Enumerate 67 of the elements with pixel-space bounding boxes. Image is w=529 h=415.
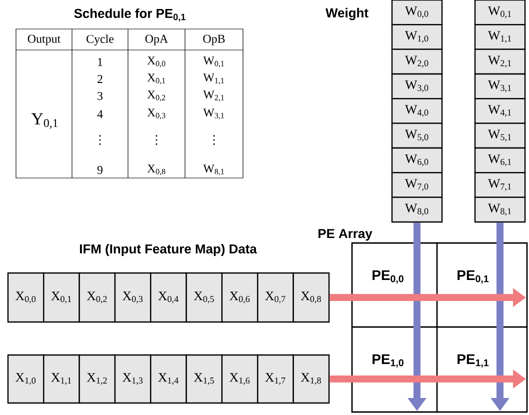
table-value: 1 xyxy=(98,58,102,66)
data-cell: W$_{1,1}$ xyxy=(474,24,526,50)
table-value: W$_{0,1}$ xyxy=(203,56,224,68)
data-cell: X$_{1,2}$ xyxy=(78,354,116,404)
data-cell: W$_{1,0}$ xyxy=(391,24,443,50)
table-value: ⋮ xyxy=(156,135,158,145)
table-value: W$_{1,1}$ xyxy=(203,74,224,84)
output-value: Y$_{0,1}$ xyxy=(31,113,58,129)
data-cell: W$_{7,1}$ xyxy=(474,172,526,198)
pe-cell: PE$_{1,0}$ xyxy=(351,326,438,413)
pe-cell: PE$_{0,0}$ xyxy=(351,242,438,328)
data-cell: X$_{1,3}$ xyxy=(114,354,152,404)
data-cell: W$_{3,1}$ xyxy=(474,73,526,100)
data-cell: W$_{2,1}$ xyxy=(474,48,526,75)
table-value: ⋮ xyxy=(99,135,101,145)
column-header: Cycle xyxy=(86,34,114,46)
data-cell: X$_{0,3}$ xyxy=(114,272,152,323)
pe-cell: PE$_{0,1}$ xyxy=(436,242,528,328)
table-value: 4 xyxy=(97,110,103,118)
weight-heading: Weight xyxy=(326,8,368,20)
pe-cell: PE$_{1,1}$ xyxy=(436,326,528,413)
table-value: W$_{3,1}$ xyxy=(203,108,224,120)
data-cell: W$_{6,1}$ xyxy=(474,147,526,174)
data-cell: X$_{0,6}$ xyxy=(221,272,258,323)
column-header: OpB xyxy=(203,34,225,46)
table-value: W$_{8,1}$ xyxy=(203,164,224,176)
ifm-heading: IFM (Input Feature Map) Data xyxy=(80,244,257,256)
table-value: X$_{0,8}$ xyxy=(147,164,166,176)
table-value: W$_{2,1}$ xyxy=(203,90,224,102)
table-value: X$_{0,3}$ xyxy=(147,108,166,120)
data-cell: W$_{7,0}$ xyxy=(391,172,443,198)
table-value: 3 xyxy=(98,92,103,100)
table-value: X$_{0,1}$ xyxy=(147,74,166,84)
data-cell: W$_{5,0}$ xyxy=(391,122,443,149)
data-cell: X$_{1,4}$ xyxy=(150,354,187,404)
data-cell: W$_{8,0}$ xyxy=(391,196,443,223)
node-label: PE Array xyxy=(318,229,372,241)
data-cell: X$_{0,8}$ xyxy=(292,272,330,323)
data-cell: X$_{0,2}$ xyxy=(78,272,116,323)
table-value: X$_{0,2}$ xyxy=(147,90,166,102)
data-cell: W$_{0,0}$ xyxy=(391,0,443,26)
data-cell: X$_{0,4}$ xyxy=(150,272,187,323)
column-header: Output xyxy=(28,34,61,46)
data-cell: X$_{0,0}$ xyxy=(7,272,44,323)
data-cell: X$_{1,0}$ xyxy=(7,354,44,404)
data-cell: W$_{5,1}$ xyxy=(474,122,526,149)
data-cell: X$_{1,6}$ xyxy=(221,354,258,404)
table-value: ⋮ xyxy=(213,135,215,145)
data-cell: W$_{6,0}$ xyxy=(391,147,443,174)
table-value: X$_{0,0}$ xyxy=(147,56,166,68)
data-cell: W$_{3,0}$ xyxy=(391,73,443,100)
table-value: 9 xyxy=(97,166,102,174)
data-cell: W$_{4,0}$ xyxy=(391,98,443,124)
data-cell: X$_{0,7}$ xyxy=(257,272,294,323)
data-cell: X$_{0,1}$ xyxy=(43,272,80,323)
data-cell: W$_{2,0}$ xyxy=(391,48,443,75)
data-cell: W$_{8,1}$ xyxy=(474,196,526,223)
table-title: Schedule for PE$_{0,1}$ xyxy=(74,8,186,22)
data-cell: X$_{0,5}$ xyxy=(186,272,223,323)
column-header: OpA xyxy=(145,34,168,46)
data-cell: W$_{4,1}$ xyxy=(474,98,526,124)
data-cell: X$_{1,7}$ xyxy=(257,354,294,404)
data-cell: W$_{0,1}$ xyxy=(474,0,526,26)
data-cell: X$_{1,1}$ xyxy=(43,354,80,404)
table-value: 2 xyxy=(98,75,102,83)
data-cell: X$_{1,8}$ xyxy=(292,354,330,404)
data-cell: X$_{1,5}$ xyxy=(186,354,223,404)
